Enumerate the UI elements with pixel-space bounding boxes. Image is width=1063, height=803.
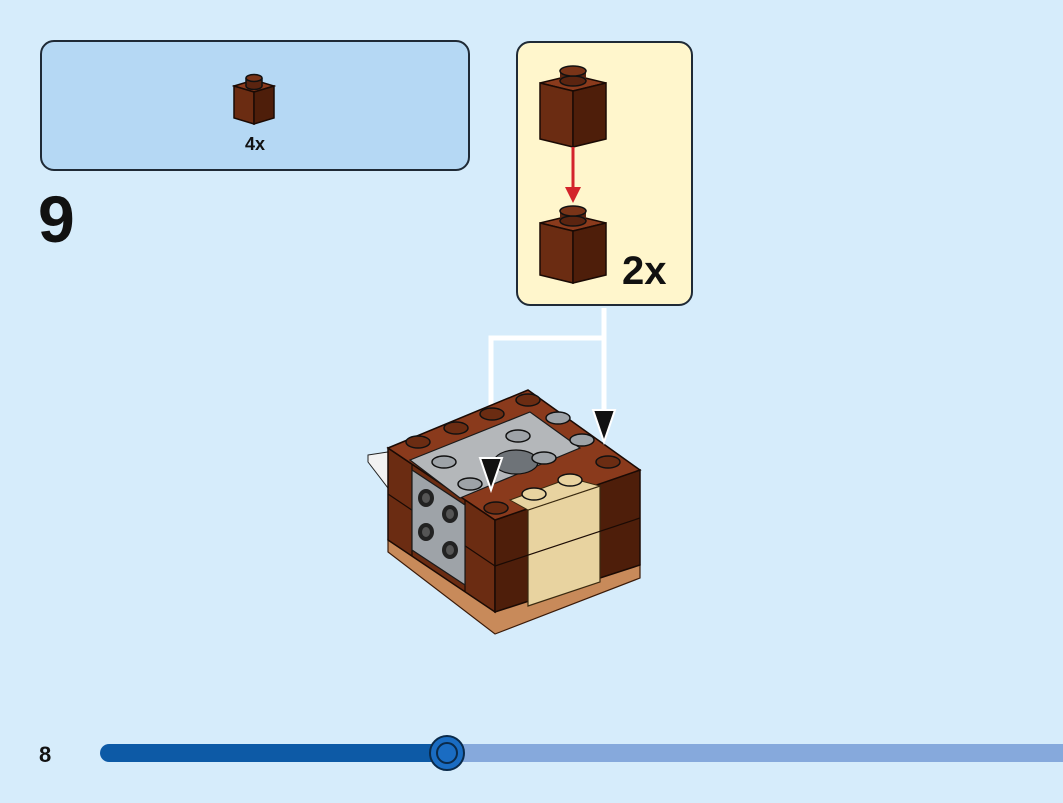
- reddish-brown-1x1-brick-icon: [232, 73, 276, 126]
- progress-fill: [100, 744, 447, 762]
- red-assembly-arrow-icon: [565, 147, 581, 203]
- progress-track: [100, 744, 1063, 762]
- sub-assembly-top-brick: [539, 65, 607, 148]
- progress-knob: [428, 735, 465, 771]
- parts-list-box: 4x: [40, 40, 470, 171]
- model-illustration: [367, 308, 642, 635]
- arrow-heads: [478, 409, 617, 494]
- studs: [405, 393, 621, 515]
- page-number: 8: [39, 742, 52, 767]
- placement-arrows: [488, 308, 607, 470]
- sub-assembly-bottom-brick: [539, 205, 607, 284]
- sub-assembly-box: 2x: [516, 41, 693, 306]
- step-number: 9: [38, 182, 75, 256]
- stacked-1x1-bricks-icon: [539, 65, 607, 284]
- right-wall: [494, 468, 641, 614]
- sub-assembly-quantity-label: 2x: [622, 249, 667, 293]
- part-quantity-label: 4x: [244, 134, 266, 154]
- left-wall: [387, 446, 496, 614]
